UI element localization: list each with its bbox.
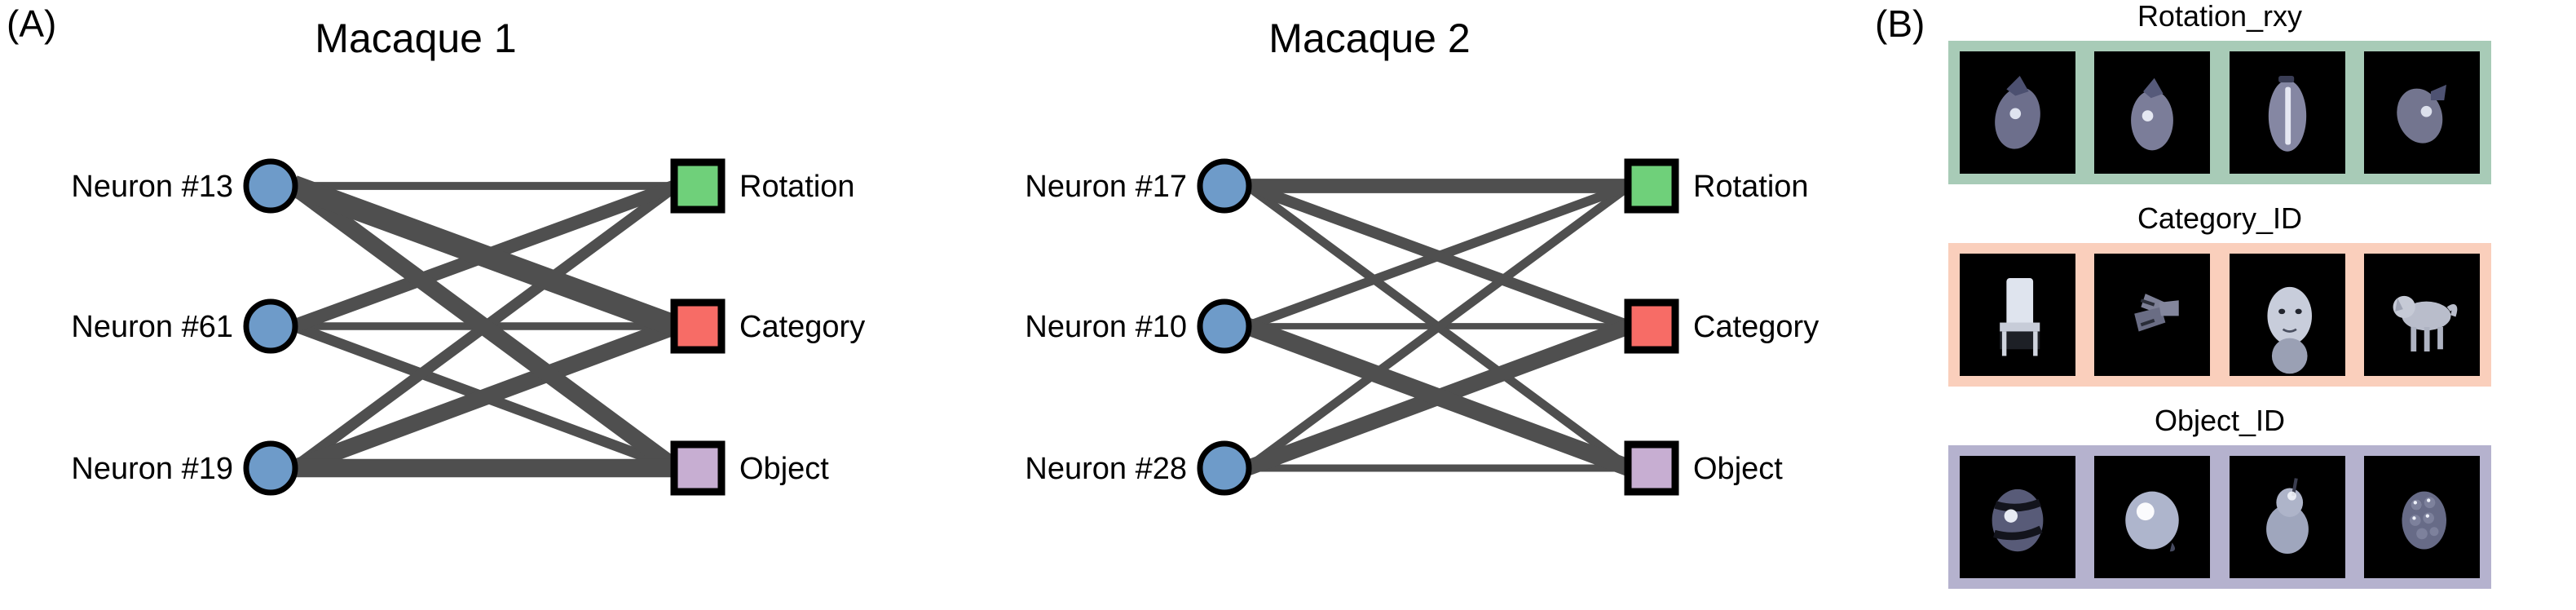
neuron-node-label: Neuron #19 xyxy=(71,452,233,486)
stimulus-legend-panel: Rotation_rxy Category_ID Object_ID xyxy=(1948,0,2519,610)
task-variable-node-label: Object xyxy=(1693,452,1783,486)
neuron-node-label: Neuron #10 xyxy=(1025,310,1187,344)
neuron-node xyxy=(1197,298,1252,354)
stimulus-band xyxy=(1948,445,2491,589)
graph-edge xyxy=(289,175,680,337)
stimulus-thumbnail xyxy=(2229,456,2345,578)
neuron-node xyxy=(243,440,298,496)
graph-edge xyxy=(1244,182,1633,472)
task-variable-node xyxy=(670,298,726,354)
graph-edge xyxy=(1245,180,1632,332)
stimulus-thumbnail xyxy=(2363,456,2480,578)
neuron-node xyxy=(1197,158,1252,214)
task-variable-node xyxy=(1624,298,1679,354)
graph-edge xyxy=(1244,318,1633,476)
task-variable-node xyxy=(670,158,726,214)
stimulus-group-rotation: Rotation_rxy xyxy=(1948,2,2491,184)
stimulus-thumbnail xyxy=(2094,51,2211,174)
stimulus-thumbnail xyxy=(2094,254,2211,376)
task-variable-node xyxy=(1624,440,1679,496)
task-variable-node-label: Rotation xyxy=(1693,170,1809,204)
neuron-node xyxy=(1197,440,1252,496)
neuron-node-label: Neuron #17 xyxy=(1025,170,1187,204)
stimulus-thumbnail xyxy=(2363,254,2480,376)
task-variable-node-label: Category xyxy=(739,310,865,344)
stimulus-thumbnail xyxy=(2229,51,2345,174)
graph-edge xyxy=(290,318,679,476)
network-title-macaque-1: Macaque 1 xyxy=(315,15,517,61)
stimulus-band xyxy=(1948,243,2491,387)
task-variable-node-label: Rotation xyxy=(739,170,855,204)
task-variable-node-label: Object xyxy=(739,452,829,486)
stimulus-group-label: Category_ID xyxy=(2137,201,2303,235)
stimulus-thumbnail xyxy=(2363,51,2480,174)
neuron-node xyxy=(243,158,298,214)
panel-b-letter: (B) xyxy=(1875,2,1925,45)
graph-edge xyxy=(288,179,681,475)
neuron-node-label: Neuron #28 xyxy=(1025,452,1187,486)
neuron-node-label: Neuron #13 xyxy=(71,170,233,204)
task-variable-node-label: Category xyxy=(1693,310,1819,344)
stimulus-thumbnail xyxy=(1960,51,2075,174)
task-variable-node xyxy=(670,440,726,496)
stimulus-thumbnail xyxy=(2229,254,2345,376)
task-variable-node xyxy=(1624,158,1679,214)
network-title-macaque-2: Macaque 2 xyxy=(1268,15,1471,61)
stimulus-thumbnail xyxy=(1960,456,2075,578)
stimulus-thumbnail xyxy=(1960,254,2075,376)
stimulus-band xyxy=(1948,41,2491,184)
stimulus-thumbnail xyxy=(2094,456,2211,578)
neuron-node xyxy=(243,298,298,354)
stimulus-group-label: Rotation_rxy xyxy=(2137,0,2303,33)
stimulus-group-label: Object_ID xyxy=(2154,404,2286,437)
stimulus-group-object: Object_ID xyxy=(1948,406,2491,589)
panel-a-letter: (A) xyxy=(7,2,57,45)
neuron-node-label: Neuron #61 xyxy=(71,310,233,344)
stimulus-group-category: Category_ID xyxy=(1948,204,2491,387)
